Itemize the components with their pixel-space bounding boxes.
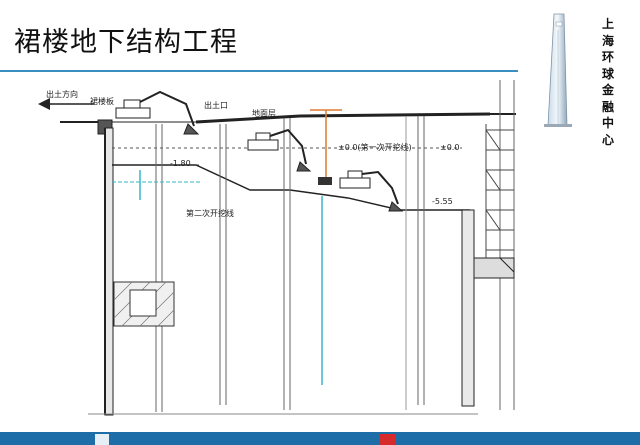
- label-exit-direction: 出土方向: [46, 89, 78, 99]
- left-arrow-icon: [38, 98, 94, 110]
- page-title: 裙楼地下结构工程: [14, 27, 238, 58]
- excavator-icon: [247, 128, 312, 172]
- excavator-icon: [339, 170, 404, 212]
- excavator-icon: [115, 90, 200, 135]
- brand-vertical-text: 上海环球金融中心: [602, 17, 615, 147]
- label-elev-minus-180: -1.80: [170, 159, 191, 168]
- label-exit-opening: 出土口: [204, 100, 228, 110]
- label-elev-zero: ±0.0: [440, 143, 459, 152]
- label-second-excavation: 第二次开挖线: [186, 208, 234, 218]
- label-elev-minus-555: -5.55: [432, 197, 453, 206]
- title-underline: [0, 70, 518, 72]
- label-ground-floor: 地面层: [252, 108, 276, 118]
- label-first-excavation: ±0.0(第一次开挖线): [338, 142, 412, 152]
- footer-mark: [95, 434, 109, 445]
- logo-icon: [380, 434, 396, 445]
- footer-bar: [0, 432, 640, 445]
- skyscraper-icon: [544, 13, 572, 127]
- label-podium-slab: 裙楼板: [90, 96, 114, 106]
